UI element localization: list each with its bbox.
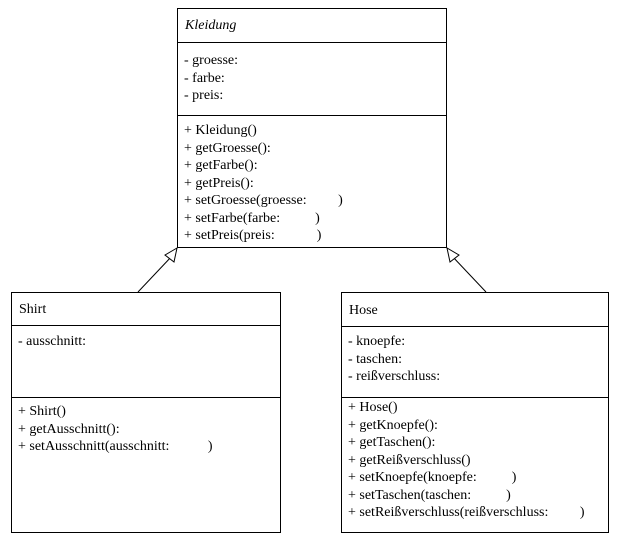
attributes-compartment: - groesse: - farbe: - preis: xyxy=(184,52,444,105)
attribute: - preis: xyxy=(184,88,224,103)
shirt-to-kleidung-arrow xyxy=(137,246,178,293)
attribute: - groesse: xyxy=(184,53,239,68)
generalization-arrowhead-icon xyxy=(164,246,178,263)
method: + Hose() xyxy=(348,400,398,415)
method: + setTaschen(taschen: ) xyxy=(348,487,511,503)
divider xyxy=(342,326,608,327)
method: + getFarbe(): xyxy=(184,158,258,173)
method: + setGroesse(groesse: ) xyxy=(184,193,343,208)
class-kleidung: Kleidung - groesse: - farbe: - preis: + … xyxy=(177,8,447,248)
methods-compartment: + Shirt() + getAusschnitt(): + setAussch… xyxy=(18,403,278,456)
attribute: - farbe: xyxy=(184,70,225,86)
class-name-kleidung: Kleidung xyxy=(185,18,237,33)
method: + setPreis(preis: ) xyxy=(184,228,322,243)
class-name-hose: Hose xyxy=(349,303,378,318)
generalization-arrowhead-icon xyxy=(446,246,460,263)
method: + Kleidung() xyxy=(184,123,257,138)
attribute: - reißverschluss: xyxy=(348,369,441,384)
attributes-compartment: - knoepfe: - taschen: - reißverschluss: xyxy=(348,333,606,386)
attributes-compartment: - ausschnitt: xyxy=(18,333,278,351)
method: + getKnoepfe(): xyxy=(348,417,438,433)
method: + setAusschnitt(ausschnitt: ) xyxy=(18,439,213,454)
class-name-compartment: Kleidung xyxy=(178,9,446,42)
class-hose: Hose - knoepfe: - taschen: - reißverschl… xyxy=(341,292,609,533)
divider xyxy=(178,115,446,116)
attribute: - taschen: xyxy=(348,351,403,367)
class-name-shirt: Shirt xyxy=(19,302,47,317)
divider xyxy=(12,397,280,398)
method: + Shirt() xyxy=(18,404,66,419)
methods-compartment: + Hose() + getKnoepfe(): + getTaschen():… xyxy=(348,399,606,522)
method: + getGroesse(): xyxy=(184,140,271,156)
hose-to-kleidung-arrow xyxy=(446,246,487,293)
method: + setFarbe(farbe: ) xyxy=(184,210,320,226)
method: + getTaschen(): xyxy=(348,435,436,450)
divider xyxy=(342,397,608,398)
attribute: - knoepfe: xyxy=(348,334,406,349)
attribute: - ausschnitt: xyxy=(18,334,87,349)
divider xyxy=(12,325,280,326)
method: + getAusschnitt(): xyxy=(18,421,120,437)
method: + setReißverschluss(reißverschluss: ) xyxy=(348,505,585,520)
class-shirt: Shirt - ausschnitt: + Shirt() + getAussc… xyxy=(11,292,281,533)
class-name-compartment: Shirt xyxy=(12,293,280,326)
class-name-compartment: Hose xyxy=(342,293,608,326)
method: + setKnoepfe(knoepfe: ) xyxy=(348,470,517,485)
divider xyxy=(178,42,446,43)
method: + getPreis(): xyxy=(184,175,254,191)
methods-compartment: + Kleidung() + getGroesse(): + getFarbe(… xyxy=(184,122,444,245)
method: + getReißverschluss() xyxy=(348,452,471,468)
